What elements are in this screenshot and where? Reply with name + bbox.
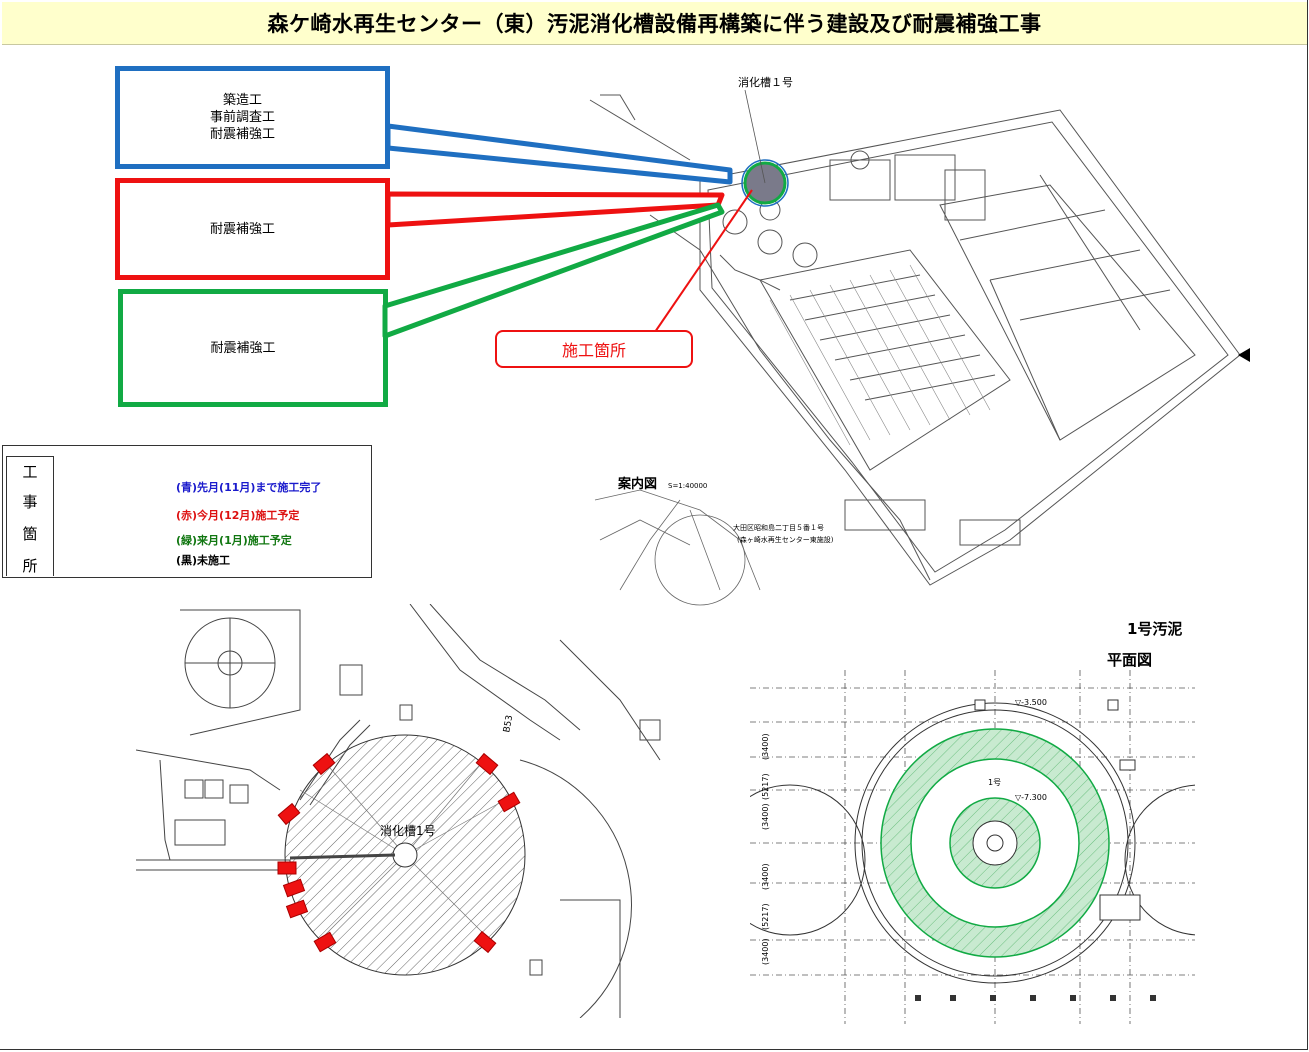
callout-red: 耐震補強工 xyxy=(115,178,390,280)
legend-heading: 工 事 箇 所 xyxy=(6,456,54,576)
legend-heading-char: 所 xyxy=(22,557,38,575)
dim-label: (3400) xyxy=(761,803,770,830)
tank1-map-label: 消化槽１号 xyxy=(738,75,793,89)
legend-item-blue: (青)先月(11月)まで施工完了 xyxy=(176,481,322,494)
red-marker xyxy=(497,791,521,813)
site-outline xyxy=(699,109,1241,586)
address-line2: (森ヶ崎水再生センター東施設) xyxy=(737,535,834,544)
red-marker xyxy=(312,752,336,776)
plan-center-label: 1号 xyxy=(988,778,1001,787)
dim-label: (3400) xyxy=(761,733,770,760)
legend-heading-char: 事 xyxy=(22,493,38,511)
level-label-1: ▽-3.500 xyxy=(1015,698,1047,707)
red-marker xyxy=(285,899,309,919)
legend-item-green: (緑)来月(1月)施工予定 xyxy=(176,534,292,547)
legend: 工 事 箇 所 (青)先月(11月)まで施工完了 (赤)今月(12月)施工予定 … xyxy=(2,445,372,578)
callout-blue: 築造工 事前調査工 耐震補強工 xyxy=(115,66,390,169)
legend-item-red: (赤)今月(12月)施工予定 xyxy=(176,509,300,522)
plan-subheader: 平面図 xyxy=(1107,651,1152,669)
tank1-detail-label: 消化槽1号 xyxy=(380,824,436,838)
code-b53: B53 xyxy=(502,714,515,733)
callout-green: 耐震補強工 xyxy=(118,289,388,407)
legend-heading-char: 工 xyxy=(22,463,38,481)
guide-map-scale: S=1:40000 xyxy=(668,482,707,490)
red-marker xyxy=(475,752,499,776)
legend-heading-char: 箇 xyxy=(22,525,38,543)
dim-label: (5217) xyxy=(761,773,770,800)
guide-map-label: 案内図 xyxy=(617,476,657,492)
site-label-leader xyxy=(654,189,753,333)
pointer-green xyxy=(382,202,725,339)
address-line1: 大田区昭和島二丁目５番１号 xyxy=(733,523,824,532)
dim-label: (5217) xyxy=(761,903,770,930)
red-marker xyxy=(282,878,306,898)
pointer-blue xyxy=(385,123,733,185)
level-label-2: ▽-7.300 xyxy=(1015,793,1047,802)
site-label: 施工箇所 xyxy=(495,330,693,368)
legend-item-black: (黒)未施工 xyxy=(176,554,231,567)
red-marker xyxy=(313,931,337,953)
red-marker xyxy=(277,861,297,875)
dim-label: (3400) xyxy=(761,938,770,965)
plan-header: 1号汚泥 xyxy=(1127,620,1182,638)
dim-label: (3400) xyxy=(761,863,770,890)
red-marker xyxy=(473,930,497,954)
page-title: 森ケ崎水再生センター（東）汚泥消化槽設備再構築に伴う建設及び耐震補強工事 xyxy=(2,2,1307,45)
red-marker xyxy=(277,802,301,826)
